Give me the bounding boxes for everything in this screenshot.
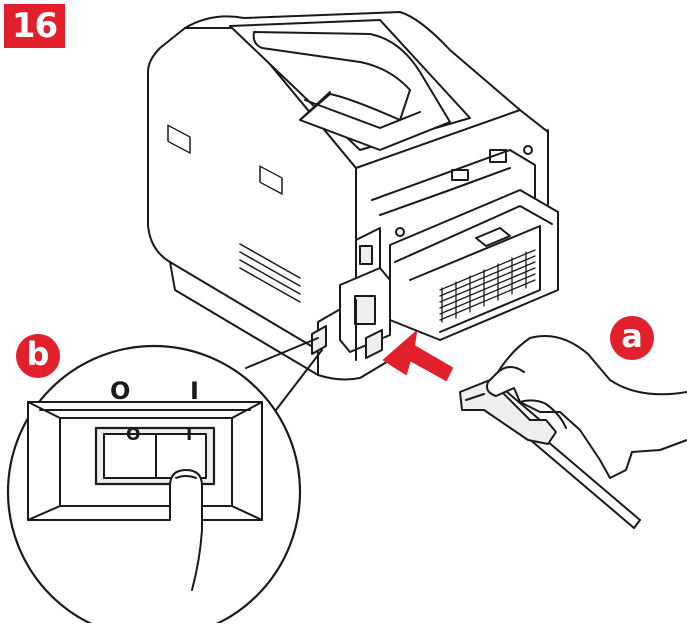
power-inlet (365, 329, 383, 359)
rocker-off-mark: O (126, 425, 141, 445)
insert-arrow (383, 331, 453, 381)
magnifier-connector-upper (245, 337, 319, 369)
finger (169, 469, 203, 591)
callout-b: b (16, 334, 60, 378)
rocker-on-mark: I (186, 425, 193, 445)
magnifier-connector-lower (275, 349, 323, 411)
callout-a: a (610, 316, 654, 360)
switch-on-label: I (190, 377, 199, 405)
power-plug (459, 379, 557, 445)
step-number-badge: 16 (4, 4, 65, 48)
switch-off-label: O (110, 377, 131, 405)
hand (486, 335, 687, 479)
